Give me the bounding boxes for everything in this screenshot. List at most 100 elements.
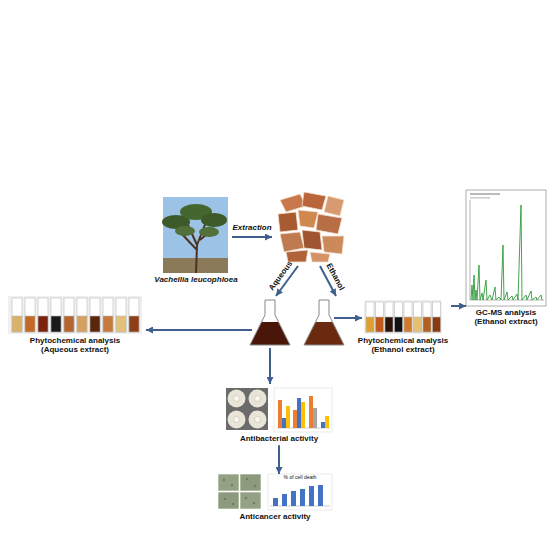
bar-chart xyxy=(274,388,332,432)
test-tubes xyxy=(404,317,412,332)
flask xyxy=(304,300,344,345)
cell-micrographs xyxy=(232,503,234,505)
test-tubes xyxy=(414,302,422,332)
wood-chips xyxy=(324,196,344,216)
test-tubes xyxy=(77,316,87,332)
test-tubes xyxy=(414,317,422,332)
test-tubes xyxy=(385,317,393,332)
test-tubes xyxy=(395,302,403,332)
picture-area xyxy=(226,388,332,432)
test-tubes xyxy=(38,298,48,332)
picture-area xyxy=(152,197,241,273)
tree-photo xyxy=(199,227,219,237)
petri-dishes xyxy=(228,411,246,429)
picture-area xyxy=(355,300,451,334)
bar-chart xyxy=(300,489,305,506)
image-panel: Anticancer activity xyxy=(218,474,332,523)
test-tubes xyxy=(103,316,113,332)
test-tubes xyxy=(364,300,442,334)
test-tubes xyxy=(12,298,22,332)
picture-area xyxy=(466,190,546,306)
chromatogram xyxy=(470,197,490,199)
bar-chart xyxy=(309,396,313,428)
bar-chart xyxy=(318,485,323,506)
flask xyxy=(250,300,290,345)
cell-micrographs xyxy=(218,474,239,491)
wood-chips xyxy=(310,252,330,262)
cell-micrographs xyxy=(253,502,255,504)
test-tubes xyxy=(129,298,139,332)
petri-dishes xyxy=(234,396,240,402)
bar-chart xyxy=(268,474,332,510)
process-arrow xyxy=(269,348,271,384)
cell-micrographs xyxy=(246,478,248,480)
test-tubes xyxy=(433,317,441,332)
petri-dishes xyxy=(249,390,267,408)
petri-dishes xyxy=(226,388,268,430)
test-tubes xyxy=(366,302,374,332)
tree-photo xyxy=(175,226,195,236)
test-tubes xyxy=(116,298,126,332)
flow-arrow xyxy=(278,445,280,474)
bar-chart xyxy=(282,418,286,428)
test-tubes xyxy=(77,298,87,332)
bar-chart xyxy=(325,416,329,428)
test-tubes xyxy=(103,298,113,332)
test-tubes xyxy=(423,317,431,332)
wood-chips xyxy=(322,236,344,254)
bar-chart xyxy=(313,408,317,428)
wood-chips xyxy=(302,230,322,250)
test-tubes xyxy=(376,317,384,332)
chromatogram xyxy=(466,190,546,306)
test-tubes xyxy=(38,316,48,332)
test-tubes xyxy=(25,316,35,332)
test-tubes xyxy=(51,316,61,332)
test-tubes xyxy=(8,296,142,334)
test-tubes xyxy=(366,317,374,332)
image-panel: Antibacterial activity xyxy=(226,388,332,445)
cell-micrographs xyxy=(254,485,256,487)
petri-dishes xyxy=(255,417,261,423)
test-tubes xyxy=(64,316,74,332)
petri-dishes xyxy=(226,388,268,430)
wood-chips xyxy=(278,192,344,262)
flask xyxy=(250,300,344,345)
process-arrow xyxy=(146,329,252,331)
test-tubes xyxy=(376,302,384,332)
chromatogram xyxy=(471,205,542,300)
test-tubes xyxy=(90,298,100,332)
bar-chart xyxy=(286,406,290,428)
bar-chart xyxy=(291,491,296,506)
caption: Antibacterial activity xyxy=(239,434,319,443)
test-tubes xyxy=(90,316,100,332)
chromatogram xyxy=(470,193,500,195)
process-arrow xyxy=(334,317,362,319)
chromatogram xyxy=(470,200,471,300)
image-panel: GC-MS analysis (Ethanol extract) xyxy=(466,190,546,328)
test-tubes xyxy=(385,302,393,332)
test-tubes xyxy=(8,296,142,334)
tree-photo xyxy=(201,213,227,227)
test-tubes xyxy=(395,317,403,332)
tree-photo xyxy=(163,197,228,273)
test-tubes xyxy=(423,302,431,332)
test-tubes xyxy=(433,302,441,332)
tree-photo xyxy=(162,197,228,273)
process-arrow xyxy=(232,236,272,238)
bar-chart xyxy=(274,388,332,432)
wood-chips xyxy=(278,212,298,232)
wood-chips xyxy=(298,210,318,228)
test-tubes xyxy=(25,298,35,332)
process-arrow xyxy=(146,237,362,384)
test-tubes xyxy=(116,316,126,332)
bar-chart xyxy=(297,398,301,428)
image-panel: Phytochemical analysis (Ethanol extract) xyxy=(355,300,451,356)
image-panel: Vachellia leucophloea xyxy=(152,197,241,286)
test-tubes xyxy=(51,298,61,332)
chromatogram xyxy=(466,190,546,306)
step-label: Extraction xyxy=(232,224,271,232)
petri-dishes xyxy=(249,411,267,429)
flow-arrow xyxy=(451,305,466,307)
caption: Vachellia leucophloea xyxy=(154,275,239,284)
